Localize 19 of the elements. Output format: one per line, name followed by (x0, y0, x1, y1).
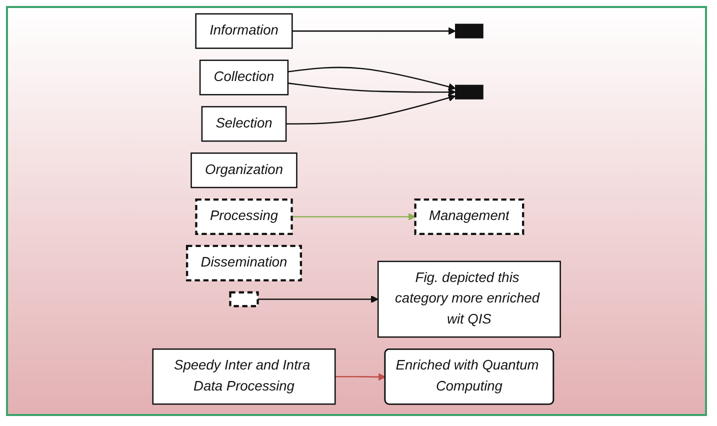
arrow (335, 372, 386, 380)
arrow (292, 212, 416, 220)
node-box: Speedy Inter and Intra Data Processing (152, 348, 336, 404)
node-box: Organization (190, 152, 298, 188)
arrow (288, 66, 456, 90)
arrow (286, 94, 456, 124)
node-bar (454, 23, 484, 38)
node-box: Management (414, 198, 524, 234)
arrow (258, 294, 378, 303)
node-bar (454, 84, 484, 99)
node-box: Processing (195, 198, 293, 234)
node-box: Selection (201, 106, 287, 142)
arrow (292, 26, 456, 34)
node-box: Dissemination (186, 244, 302, 281)
node-box: Information (195, 12, 293, 48)
node-box (229, 290, 259, 307)
node-box: Collection (199, 59, 288, 95)
arrow (288, 82, 456, 96)
node-box: Fig. depicted this category more enriched wit QIS (377, 260, 561, 338)
